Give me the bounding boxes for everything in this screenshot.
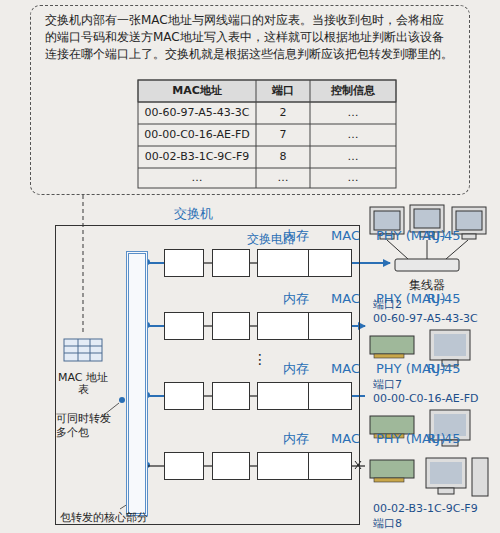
- connector: [250, 325, 257, 326]
- note-label: 可同时转发多个包: [56, 412, 120, 441]
- ellipsis-mark: ⋮: [250, 350, 270, 368]
- crossover-mark: [300, 321, 361, 469]
- mac-box: MAC: [212, 452, 250, 480]
- mac-table-grid: [138, 80, 396, 188]
- node-label: MAC: [331, 292, 360, 306]
- node-label: MAC 地址表: [58, 372, 108, 397]
- node-label: RJ-45: [427, 362, 461, 376]
- rj45-box: RJ-45: [308, 312, 352, 340]
- node-label: 00-02-B3-1C-9C-F9: [373, 502, 478, 516]
- node-label: MAC: [331, 432, 360, 446]
- connector: [148, 325, 164, 327]
- node-label: 00-00-C0-16-AE-FD: [373, 392, 479, 406]
- connector: [204, 465, 212, 466]
- connector: [250, 262, 257, 263]
- connector: [352, 262, 390, 264]
- node-label: MAC: [331, 229, 360, 243]
- mac-box: MAC: [212, 249, 250, 277]
- connector: [148, 395, 164, 397]
- node-label: 内存: [283, 292, 309, 306]
- node-label: 内存: [283, 362, 309, 376]
- connector: [352, 395, 365, 397]
- mac-table-icon: [64, 339, 102, 361]
- table-cell: 端口: [257, 83, 309, 99]
- node-label: 交换电路: [247, 233, 259, 246]
- node-label: RJ-45: [427, 292, 461, 306]
- connector: [148, 262, 164, 264]
- node-label: 端口8: [373, 517, 402, 531]
- node-label: 端口7: [373, 378, 402, 392]
- table-cell: …: [257, 170, 309, 186]
- connector: [352, 465, 365, 466]
- table-cell: …: [311, 170, 395, 186]
- table-cell: 00-00-C0-16-AE-FD: [140, 127, 254, 143]
- pc-port8: [370, 458, 488, 496]
- note-label: 包转发的核心部分: [60, 510, 180, 526]
- node-label: 端口2: [373, 298, 402, 312]
- node-label: RJ-45: [427, 432, 461, 446]
- memory-box: 内存: [164, 382, 204, 410]
- hub-illustration: [370, 205, 486, 271]
- node-label: 集线器: [409, 277, 445, 294]
- table-cell: 2: [257, 105, 309, 121]
- connector: [204, 395, 212, 396]
- table-cell: …: [311, 149, 395, 165]
- table-cell: MAC地址: [140, 83, 254, 99]
- table-cell: …: [311, 105, 395, 121]
- note-text: 交换机内部有一张MAC地址与网线端口的对应表。当接收到包时，会将相应的端口号码和…: [31, 6, 469, 62]
- table-cell: 7: [257, 127, 309, 143]
- rj45-box: RJ-45: [308, 249, 352, 277]
- memory-box: 内存: [164, 452, 204, 480]
- rj45-box: RJ-45: [308, 452, 352, 480]
- connector: [204, 262, 212, 263]
- mac-box: MAC: [212, 312, 250, 340]
- mac-box: MAC: [212, 382, 250, 410]
- node-label: 00-60-97-A5-43-3C: [373, 312, 478, 326]
- table-cell: 8: [257, 149, 309, 165]
- node-label: 交换机: [174, 205, 213, 223]
- connector: [250, 465, 257, 466]
- node-label: 内存: [283, 229, 309, 243]
- node-label: RJ-45: [427, 229, 461, 243]
- table-cell: 控制信息: [311, 83, 395, 99]
- pc-port2: [370, 330, 470, 366]
- memory-box: 内存: [164, 249, 204, 277]
- pc-node: 00-02-B3-1C-9C-F9端口8: [365, 455, 497, 531]
- mac-table-node: MAC 地址表: [55, 335, 111, 397]
- table-cell: …: [140, 170, 254, 186]
- pc-node: 端口200-60-97-A5-43-3C: [365, 298, 497, 370]
- pc-node: 端口700-00-C0-16-AE-FD: [365, 378, 497, 450]
- node-label: 内存: [283, 432, 309, 446]
- hub-node: 集线器: [390, 256, 464, 294]
- connector: [148, 465, 164, 466]
- callout-box: 交换机内部有一张MAC地址与网线端口的对应表。当接收到包时，会将相应的端口号码和…: [30, 5, 470, 195]
- pc-port7: [370, 410, 470, 446]
- table-cell: 00-60-97-A5-43-3C: [140, 105, 254, 121]
- table-cell: 00-02-B3-1C-9C-F9: [140, 149, 254, 165]
- rj45-box: RJ-45: [308, 382, 352, 410]
- connector: [352, 325, 365, 327]
- connector: [204, 325, 212, 326]
- connector: [82, 195, 83, 335]
- table-cell: …: [311, 127, 395, 143]
- switching-circuit: 交换电路: [126, 251, 148, 516]
- connector: [250, 395, 257, 396]
- node-label: MAC: [331, 362, 360, 376]
- memory-box: 内存: [164, 312, 204, 340]
